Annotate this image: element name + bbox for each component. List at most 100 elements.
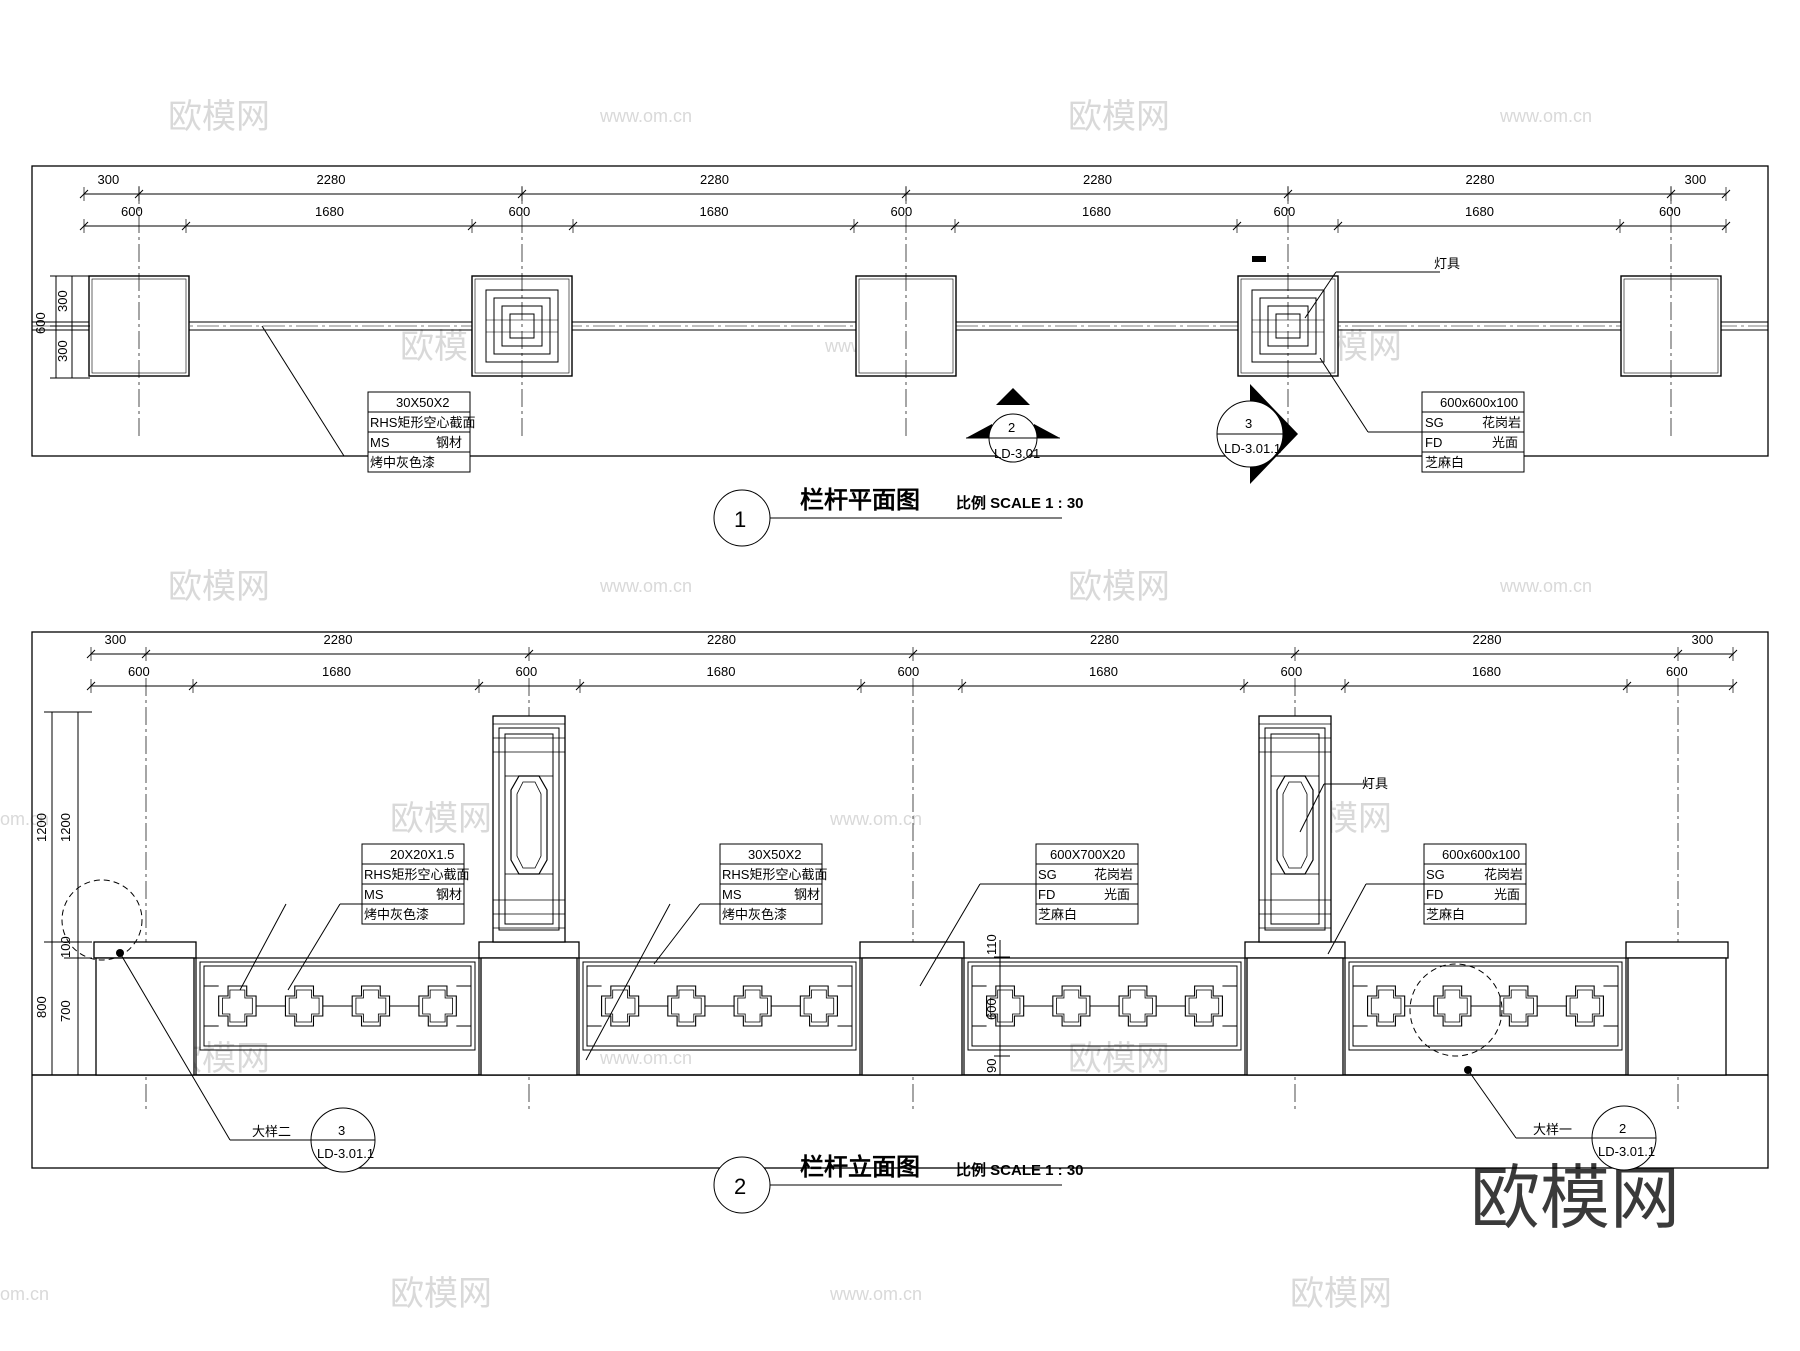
- svg-text:100: 100: [58, 936, 73, 958]
- dim-label: 1680: [1089, 664, 1118, 679]
- lamp-post: [478, 715, 580, 1076]
- svg-text:钢材: 钢材: [436, 887, 462, 902]
- elev-inner-dims: 110 600 90: [984, 934, 1010, 1075]
- dim-label: 300: [1692, 632, 1714, 647]
- detail-2-circle: [61, 879, 143, 961]
- svg-text:700: 700: [58, 1000, 73, 1022]
- svg-text:SG: SG: [1425, 415, 1444, 430]
- dim-label: 600: [898, 664, 920, 679]
- svg-text:2: 2: [1619, 1121, 1626, 1136]
- svg-text:钢材: 钢材: [794, 887, 820, 902]
- rail-leader: [261, 325, 345, 457]
- watermark-brand: 欧模网: [1290, 1275, 1392, 1313]
- svg-text:MS: MS: [364, 887, 384, 902]
- elev-title: 栏杆立面图: [800, 1153, 920, 1181]
- plan-rail-tag: 30X50X2 RHS矩形空心截面 MS 钢材 烤中灰色漆: [367, 391, 475, 473]
- dim-label: 1680: [707, 664, 736, 679]
- svg-text:光面: 光面: [1494, 887, 1520, 902]
- dim-label: 600: [1666, 664, 1688, 679]
- dim-label: 2280: [1083, 172, 1112, 187]
- dim-label: 1680: [1465, 204, 1494, 219]
- watermark-url: www.om.cn: [599, 1048, 692, 1068]
- detail-1-marker: 大样一 2 LD-3.01.1: [1533, 1105, 1657, 1171]
- watermark-url: www.om.cn: [599, 106, 692, 126]
- svg-text:钢材: 钢材: [436, 435, 462, 450]
- dim-label: 600: [1281, 664, 1303, 679]
- dim-label: 600: [516, 664, 538, 679]
- svg-text:烤中灰色漆: 烤中灰色漆: [722, 907, 787, 922]
- dim-label: 1680: [322, 664, 351, 679]
- dim-label: 600: [891, 204, 913, 219]
- svg-text:3: 3: [1245, 416, 1252, 431]
- watermark-brand: 欧模网: [1068, 98, 1170, 136]
- svg-text:SG: SG: [1038, 867, 1057, 882]
- svg-text:1200: 1200: [58, 813, 73, 842]
- svg-text:3: 3: [338, 1123, 345, 1138]
- svg-text:烤中灰色漆: 烤中灰色漆: [364, 907, 429, 922]
- dim-label: 2280: [700, 172, 729, 187]
- plan-left-dim: 600: [33, 312, 48, 334]
- dim-label: 2280: [707, 632, 736, 647]
- dim-label: 600: [509, 204, 531, 219]
- svg-text:芝麻白: 芝麻白: [1426, 907, 1465, 922]
- fret-panel: [1344, 957, 1627, 1076]
- svg-text:花岗岩: 花岗岩: [1484, 867, 1523, 882]
- dim-label: 2280: [324, 632, 353, 647]
- watermark-brand: 欧模网: [168, 568, 270, 606]
- svg-text:花岗岩: 花岗岩: [1094, 867, 1133, 882]
- svg-text:1: 1: [734, 507, 746, 532]
- watermark-url: www.om.cn: [1499, 106, 1592, 126]
- dim-label: 1680: [315, 204, 344, 219]
- svg-text:FD: FD: [1426, 887, 1443, 902]
- plan-left-dim: 300: [55, 290, 70, 312]
- svg-text:LD-3.01.1: LD-3.01.1: [1598, 1144, 1655, 1159]
- dim-label: 2280: [1473, 632, 1502, 647]
- dim-label: 600: [121, 204, 143, 219]
- fret-panel: [195, 957, 480, 1076]
- watermark-brand: 欧模网: [390, 1275, 492, 1313]
- svg-text:800: 800: [34, 996, 49, 1018]
- watermark-url: www.om.cn: [829, 809, 922, 829]
- svg-text:110: 110: [984, 934, 999, 955]
- plan-title: 栏杆平面图: [800, 487, 920, 514]
- svg-text:90: 90: [984, 1059, 999, 1073]
- svg-text:30X50X2: 30X50X2: [748, 847, 802, 862]
- dim-label: 300: [105, 632, 127, 647]
- svg-text:芝麻白: 芝麻白: [1038, 907, 1077, 922]
- svg-text:光面: 光面: [1104, 887, 1130, 902]
- section-marker-2: 2 LD-3.01: [966, 388, 1060, 463]
- svg-text:MS: MS: [370, 435, 390, 450]
- section-marker-3: 3 LD-3.01.1: [1216, 384, 1298, 484]
- dim-label: 2280: [317, 172, 346, 187]
- dim-label: 300: [98, 172, 120, 187]
- plan-stone-tag: 600x600x100 SG 花岗岩 FD 光面 芝麻白: [1421, 391, 1525, 473]
- svg-text:MS: MS: [722, 887, 742, 902]
- dim-label: 2280: [1090, 632, 1119, 647]
- svg-text:600x600x100: 600x600x100: [1440, 395, 1518, 410]
- elev-parts: [93, 715, 1729, 1076]
- watermark-short: om.cn: [0, 1284, 49, 1304]
- svg-text:2: 2: [734, 1174, 746, 1199]
- watermark-short: om.cn: [0, 809, 49, 829]
- watermark-url: www.om.cn: [1499, 576, 1592, 596]
- elev-scale: 比例 SCALE 1 : 30: [956, 1161, 1084, 1179]
- stone-post: [93, 941, 197, 1076]
- svg-text:20X20X1.5: 20X20X1.5: [390, 847, 454, 862]
- watermark-brand: 欧模网: [390, 800, 492, 838]
- detail-1-circle: [1409, 963, 1503, 1057]
- plan-left-dim: 300: [55, 340, 70, 362]
- svg-text:2: 2: [1008, 420, 1015, 435]
- svg-text:SG: SG: [1426, 867, 1445, 882]
- svg-text:1200: 1200: [34, 813, 49, 842]
- svg-text:烤中灰色漆: 烤中灰色漆: [370, 455, 435, 470]
- fret-panel: [963, 957, 1246, 1076]
- elev-frame: [31, 631, 1769, 1169]
- dim-label: 1680: [1472, 664, 1501, 679]
- dim-label: 300: [1685, 172, 1707, 187]
